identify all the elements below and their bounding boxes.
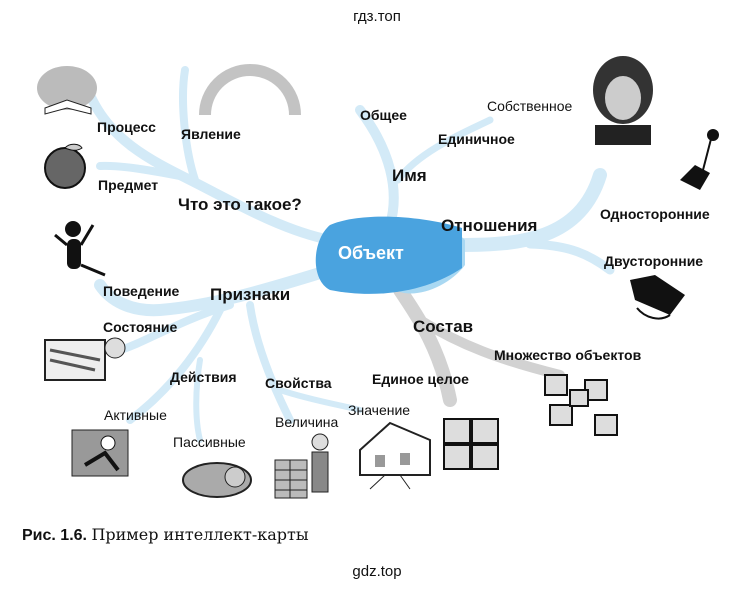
watermark-bottom: gdz.top xyxy=(352,563,402,580)
branch-properties xyxy=(246,301,294,424)
branch-value xyxy=(277,387,363,413)
branch-actions xyxy=(126,306,224,424)
leaf-whole: Единое целое xyxy=(372,371,469,387)
leaf-two-sided: Двусторонние xyxy=(604,253,704,269)
leaf-magnitude: Величина xyxy=(275,414,339,430)
branch-features xyxy=(94,264,336,317)
branch-many xyxy=(415,315,565,380)
leaf-thing: Предмет xyxy=(98,177,159,193)
branch-passive xyxy=(193,357,203,443)
figure-caption: Рис. 1.6. Пример интеллект-карты xyxy=(22,525,309,545)
leaf-value: Значение xyxy=(348,402,411,418)
process-book-icon xyxy=(37,66,97,115)
leaf-properties: Свойства xyxy=(265,375,332,391)
builder-brick-wall-icon xyxy=(274,433,329,499)
branch-label-name: Имя xyxy=(392,166,427,185)
branch-two-sided xyxy=(525,239,615,275)
caption-text: Пример интеллект-карты xyxy=(91,525,309,544)
leaf-single: Единичное xyxy=(438,131,515,147)
leaf-behavior: Поведение xyxy=(103,283,180,299)
leaf-passive: Пассивные xyxy=(173,434,246,450)
house-icon xyxy=(359,421,431,490)
sleeping-cat-icon xyxy=(182,462,252,498)
center-label: Объект xyxy=(338,243,404,263)
caption-number: Рис. 1.6. xyxy=(22,527,87,544)
running-figure-icon xyxy=(54,221,106,277)
assembled-puzzle-icon xyxy=(443,418,499,470)
leaf-phenomenon: Явление xyxy=(181,126,241,142)
rainbow-icon xyxy=(199,64,301,116)
branch-label-composition: Состав xyxy=(413,317,474,336)
leaf-one-sided: Односторонние xyxy=(600,206,710,222)
leaf-process: Процесс xyxy=(97,119,156,135)
branch-label-features: Признаки xyxy=(210,285,291,304)
leaf-actions: Действия xyxy=(170,369,237,385)
state-scene-icon xyxy=(44,337,126,381)
branch-proper xyxy=(394,116,494,184)
handshake-icon xyxy=(630,275,685,320)
portrait-pushkin-icon xyxy=(585,50,660,145)
leaf-active: Активные xyxy=(104,407,167,423)
leaf-proper: Собственное xyxy=(487,98,573,114)
active-runner-icon xyxy=(71,429,129,477)
apple-icon xyxy=(44,143,86,189)
branch-name xyxy=(355,105,399,230)
watermark-top: гдз.топ xyxy=(353,8,401,25)
branch-composition xyxy=(393,283,457,407)
mind-map-branches xyxy=(85,64,615,443)
branch-state xyxy=(116,301,234,354)
leaf-state: Состояние xyxy=(103,319,178,335)
leaf-many-objects: Множество объектов xyxy=(494,347,642,363)
branch-thing xyxy=(96,161,194,182)
branch-label-what: Что это такое? xyxy=(178,195,302,214)
scattered-puzzle-icon xyxy=(544,374,618,436)
leaf-general: Общее xyxy=(360,107,407,123)
branch-relations xyxy=(453,168,607,252)
hand-with-flower-icon xyxy=(680,129,719,190)
branch-phenomenon xyxy=(179,66,199,184)
center-blob xyxy=(315,216,462,294)
branch-label-relations: Отношения xyxy=(441,216,538,235)
